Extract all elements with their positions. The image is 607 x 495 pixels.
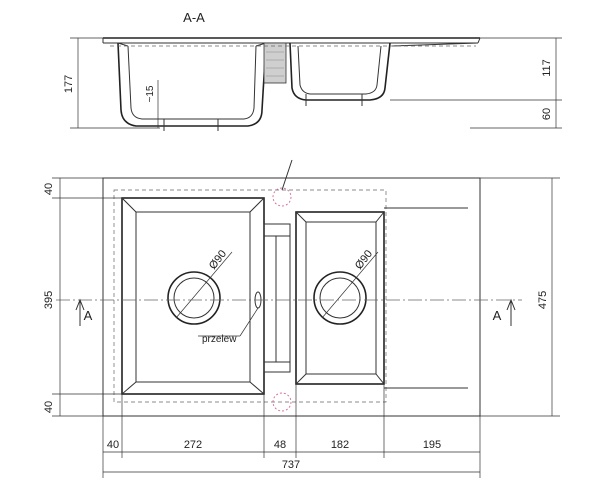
overflow-marker-bottom [272,392,292,412]
overflow-label: przelew [202,334,237,345]
dim-width-seg-3: 48 [274,439,286,451]
dim-section-depth-small: 117 [541,59,553,77]
big-bowl [121,197,265,395]
section-marker-right: A [493,308,502,323]
small-drain [313,271,367,325]
dim-width-seg-1: 40 [107,439,119,451]
dim-width-seg-2: 272 [184,439,202,451]
dim-width-seg-4: 182 [331,439,349,451]
dim-top-margin: 40 [43,183,55,195]
sink-outline [102,177,481,417]
partition-hatch [263,42,287,84]
dim-left-height: 395 [43,291,55,309]
dim-section-depth-big: 177 [63,75,75,93]
overflow-marker-top [272,187,292,207]
big-bowl-section [117,42,267,127]
big-drain [167,271,221,325]
small-bowl-section [289,42,391,101]
dim-section-drain: 60 [541,108,553,120]
section-marker-left: A [84,308,93,323]
dim-right-height: 475 [537,291,549,309]
small-drain-diameter: Ø90 [353,248,375,272]
section-title: A-A [183,10,205,25]
dim-width-seg-5: 195 [423,439,441,451]
big-drain-diameter: Ø90 [207,248,229,272]
dim-total-width: 737 [282,459,300,471]
plan-view: Ø90 Ø90 przelew A A 40 395 40 475 [43,159,560,478]
small-bowl [295,211,385,385]
section-view: A-A 177 [63,10,562,131]
dim-bottom-margin: 40 [43,401,55,413]
dim-wall-thickness: ~15 [145,85,156,102]
